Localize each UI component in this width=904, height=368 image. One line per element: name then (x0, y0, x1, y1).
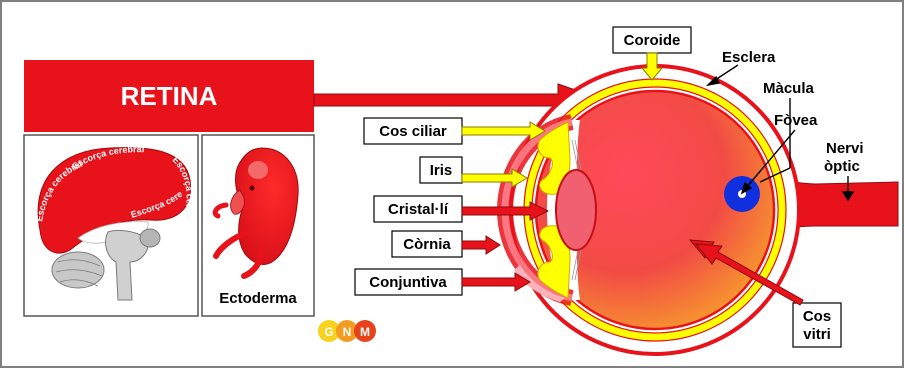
cos-vitri-label-1: Cos (803, 308, 831, 325)
cos-vitri-label-2: vitri (803, 326, 831, 343)
conjuntiva-label: Conjuntiva (369, 274, 447, 291)
iris-label: Iris (430, 162, 453, 179)
nervi-label-1: Nervi (826, 140, 864, 157)
retina-label: RETINA (121, 81, 218, 111)
cos-ciliar-label: Cos ciliar (379, 123, 447, 140)
logo-letter-n: N (343, 325, 352, 339)
esclera-label: Esclera (722, 49, 776, 66)
nervi-label-2: òptic (824, 158, 860, 175)
logo-letter-g: G (324, 325, 333, 339)
logo-letter-m: M (360, 325, 370, 339)
macula-label: Màcula (763, 80, 815, 97)
gnm-logo: G N M (318, 320, 376, 342)
ectoderm-label: Ectoderma (219, 290, 297, 307)
coroide-label: Coroide (624, 32, 681, 49)
fovea-label: Fòvea (774, 112, 818, 129)
lens (556, 170, 596, 250)
cristal-li-label: Cristal·lí (388, 201, 449, 218)
cornia-label: Còrnia (403, 236, 451, 253)
